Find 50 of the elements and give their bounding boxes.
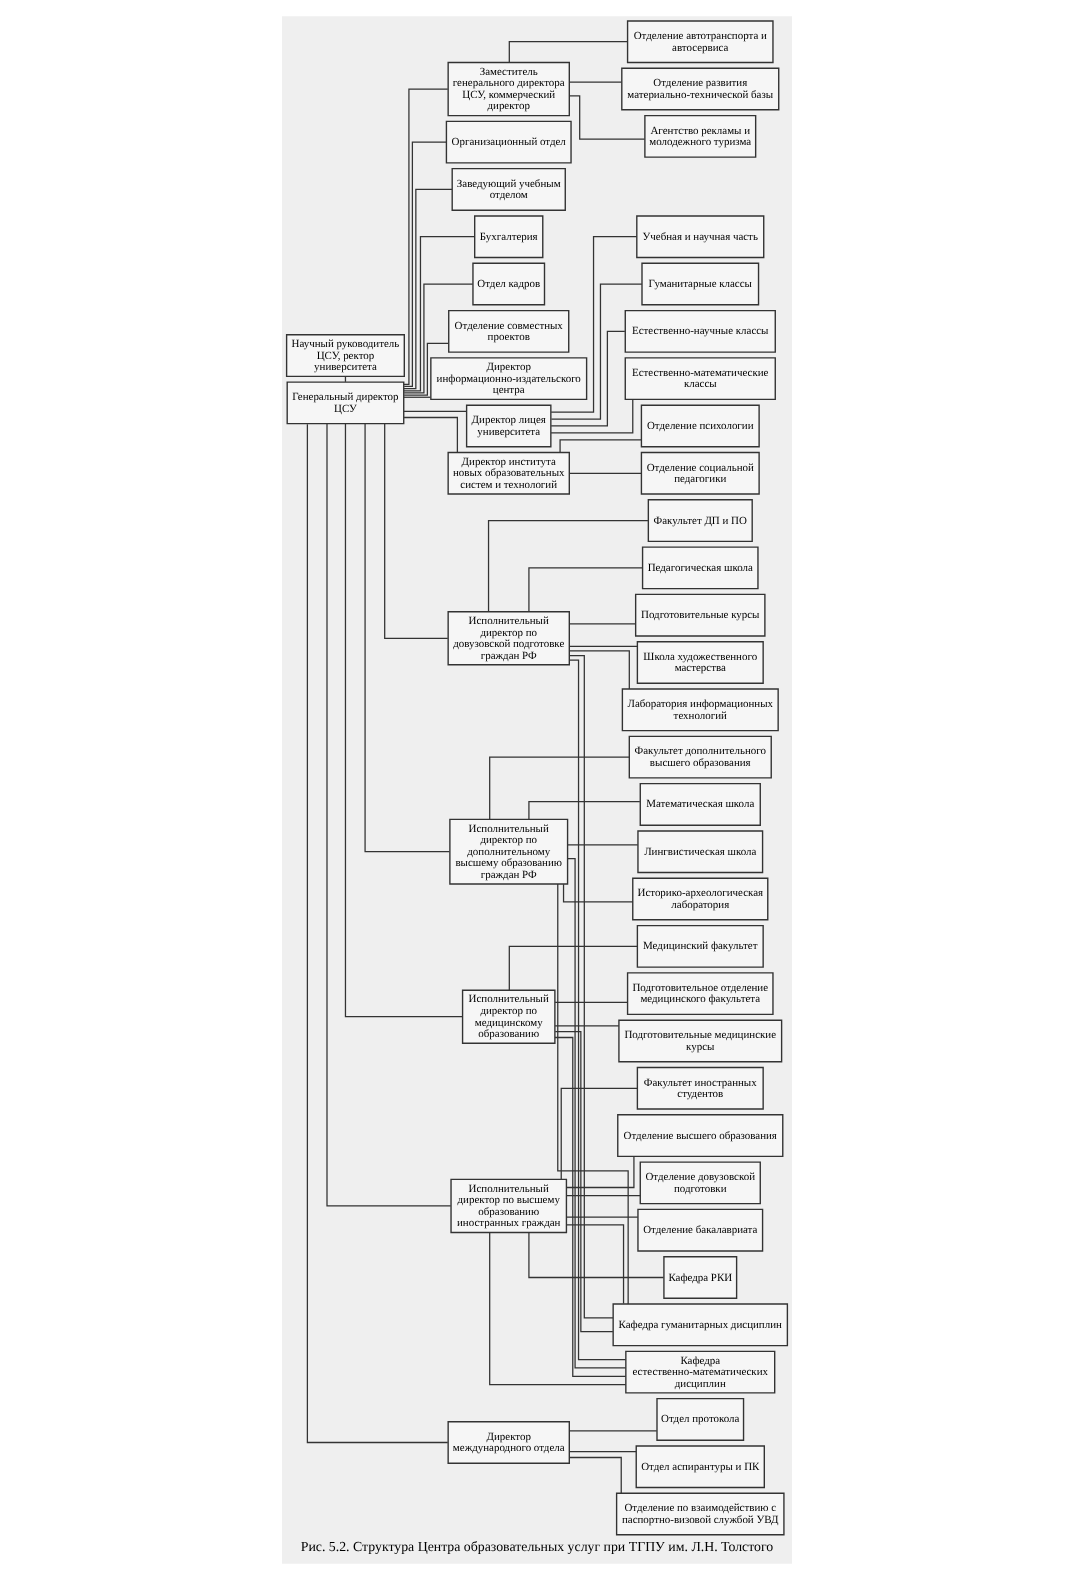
connector [488,756,629,820]
connector [564,1224,624,1305]
connector [305,423,448,1444]
connector [567,650,629,690]
connector [567,1430,657,1432]
connector [402,416,457,453]
connector [565,1216,638,1218]
connector [567,472,641,474]
connector [553,1001,628,1003]
connector [486,519,648,613]
connector [567,659,626,1361]
connector [566,858,626,1369]
connector [402,236,474,392]
connector [527,567,642,613]
connector [567,1451,636,1453]
connector [559,1087,637,1180]
connector [402,342,448,396]
connector [402,410,467,412]
connector [488,1232,626,1386]
connector [556,883,628,1305]
connector [549,330,625,427]
connector [549,236,637,413]
connector [553,1025,619,1027]
connector [567,623,636,625]
connector [567,95,645,140]
connector [553,1031,613,1333]
connector [402,141,446,388]
connector [402,188,452,390]
connector [383,423,448,639]
connector [402,88,448,385]
connector [567,654,613,1319]
connector [363,423,450,853]
connector [567,1456,621,1494]
connector [549,398,633,434]
connector [402,396,431,398]
connector [527,800,640,820]
connector [527,1231,664,1279]
connector [567,81,622,83]
connector [566,844,638,846]
connector [343,423,462,1018]
connector [507,945,637,991]
connector [402,283,473,394]
connector [549,283,642,420]
connector [564,1155,634,1189]
connector [325,423,451,1207]
connector [558,439,641,453]
connector [561,883,633,903]
connector [565,1194,640,1197]
connector [553,1036,626,1377]
connector [567,645,637,647]
